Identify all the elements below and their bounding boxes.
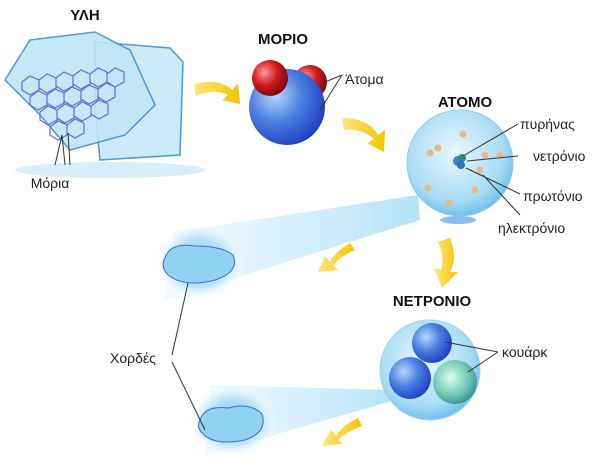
string-blob: [155, 222, 245, 302]
title-neutron: ΝΕΤΡΟΝΙΟ: [393, 293, 472, 310]
string-blob: [188, 383, 278, 459]
label-nucleus: πυρήνας: [520, 116, 575, 132]
label-molecules: Μόρια: [31, 175, 70, 191]
label-atoms: Άτομα: [345, 71, 384, 87]
neutron-illustration: [379, 319, 481, 421]
title-atom: ΑΤΟΜΟ: [438, 94, 493, 111]
title-molecule: ΜΟΡΙΟ: [258, 31, 308, 48]
ice-cube-illustration: [4, 31, 205, 178]
atom-illustration: [406, 109, 514, 224]
arrow-icon: [194, 82, 240, 104]
label-strings: Χορδές: [110, 350, 156, 366]
arrow-icon: [434, 238, 458, 288]
title-matter: ΥΛΗ: [70, 7, 99, 24]
label-quark: κουάρκ: [502, 344, 548, 360]
molecule-illustration: [249, 60, 327, 145]
label-electron: ηλεκτρόνιο: [498, 220, 565, 236]
arrow-icon: [318, 243, 355, 272]
arrow-icon: [342, 118, 385, 152]
label-neutron: νετρόνιο: [533, 148, 586, 164]
arrow-icon: [322, 418, 362, 446]
label-proton: πρωτόνιο: [523, 188, 583, 204]
